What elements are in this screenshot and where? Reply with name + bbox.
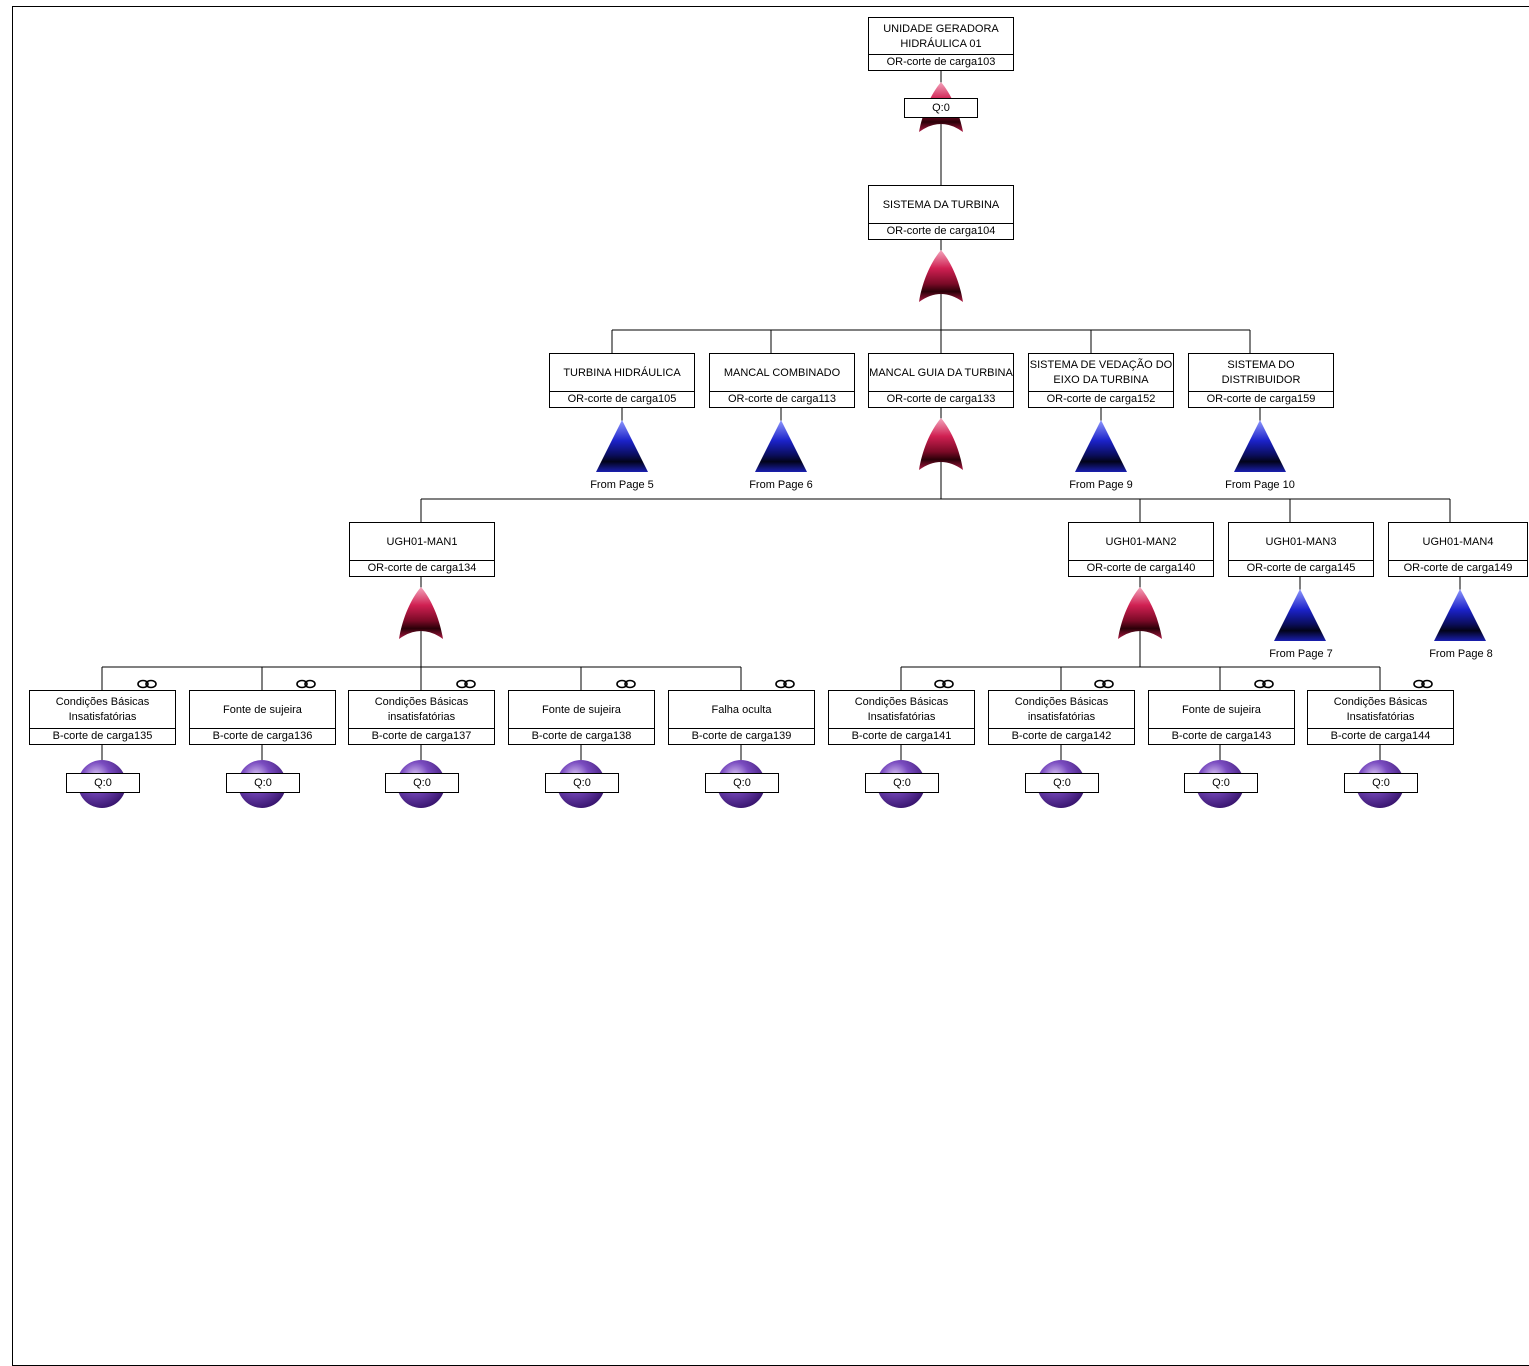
node-113[interactable]: MANCAL COMBINADO OR-corte de carga113	[709, 353, 855, 408]
transfer-in-105-icon[interactable]	[596, 420, 648, 472]
node-id: OR-corte de carga103	[869, 54, 1013, 70]
node-title: TURBINA HIDRÁULICA	[563, 366, 681, 379]
link-icon[interactable]	[1094, 679, 1114, 689]
node-105[interactable]: TURBINA HIDRÁULICA OR-corte de carga105	[549, 353, 695, 408]
node-title: SISTEMA DE VEDAÇÃO DO EIXO DA TURBINA	[1029, 359, 1173, 386]
node-id: OR-corte de carga133	[869, 391, 1013, 407]
node-id: OR-corte de carga152	[1029, 391, 1173, 407]
node-title: UGH01-MAN3	[1265, 535, 1337, 548]
probability-box-142: Q:0	[1025, 773, 1099, 793]
link-icon[interactable]	[775, 679, 795, 689]
transfer-in-152-icon[interactable]	[1075, 420, 1127, 472]
probability-box-144: Q:0	[1344, 773, 1418, 793]
node-id: OR-corte de carga134	[350, 560, 494, 576]
probability-box-137: Q:0	[385, 773, 459, 793]
node-title: Condições Básicas Insatisfatórias	[55, 696, 150, 723]
link-icon[interactable]	[137, 679, 157, 689]
transfer-label-149[interactable]: From Page 8	[1429, 648, 1493, 660]
link-icon[interactable]	[1413, 679, 1433, 689]
transfer-in-159-icon[interactable]	[1234, 420, 1286, 472]
node-143[interactable]: Fonte de sujeira B-corte de carga143	[1148, 690, 1295, 745]
node-104[interactable]: SISTEMA DA TURBINA OR-corte de carga104	[868, 185, 1014, 240]
transfer-label-159[interactable]: From Page 10	[1225, 479, 1295, 491]
transfer-in-113-icon[interactable]	[755, 420, 807, 472]
transfer-in-145-icon[interactable]	[1274, 589, 1326, 641]
probability-box-103: Q:0	[904, 98, 978, 118]
node-id: OR-corte de carga104	[869, 223, 1013, 239]
node-title: Fonte de sujeira	[542, 703, 621, 716]
node-title: Falha oculta	[711, 703, 772, 716]
probability-box-143: Q:0	[1184, 773, 1258, 793]
node-id: B-corte de carga142	[989, 728, 1134, 744]
node-title: Fonte de sujeira	[1182, 703, 1261, 716]
node-title: UGH01-MAN1	[386, 535, 458, 548]
node-id: B-corte de carga137	[349, 728, 494, 744]
node-159[interactable]: SISTEMA DO DISTRIBUIDOR OR-corte de carg…	[1188, 353, 1334, 408]
node-title: Condições Básicas Insatisfatórias	[1333, 696, 1428, 723]
node-149[interactable]: UGH01-MAN4 OR-corte de carga149	[1388, 522, 1528, 577]
node-id: B-corte de carga143	[1149, 728, 1294, 744]
transfer-label-113[interactable]: From Page 6	[749, 479, 813, 491]
node-145[interactable]: UGH01-MAN3 OR-corte de carga145	[1228, 522, 1374, 577]
transfer-in-149-icon[interactable]	[1434, 589, 1486, 641]
node-137[interactable]: Condições Básicas insatisfatórias B-cort…	[348, 690, 495, 745]
node-135[interactable]: Condições Básicas Insatisfatórias B-cort…	[29, 690, 176, 745]
node-136[interactable]: Fonte de sujeira B-corte de carga136	[189, 690, 336, 745]
probability-box-141: Q:0	[865, 773, 939, 793]
node-id: B-corte de carga144	[1308, 728, 1453, 744]
node-id: OR-corte de carga149	[1389, 560, 1527, 576]
node-141[interactable]: Condições Básicas Insatisfatórias B-cort…	[828, 690, 975, 745]
node-139[interactable]: Falha oculta B-corte de carga139	[668, 690, 815, 745]
transfer-label-145[interactable]: From Page 7	[1269, 648, 1333, 660]
transfer-label-105[interactable]: From Page 5	[590, 479, 654, 491]
node-title: SISTEMA DA TURBINA	[882, 198, 1000, 211]
probability-box-135: Q:0	[66, 773, 140, 793]
or-gate-104	[919, 250, 963, 302]
link-icon[interactable]	[296, 679, 316, 689]
node-id: OR-corte de carga105	[550, 391, 694, 407]
node-103[interactable]: UNIDADE GERADORA HIDRÁULICA 01 OR-corte …	[868, 17, 1014, 71]
transfer-label-152[interactable]: From Page 9	[1069, 479, 1133, 491]
node-133[interactable]: MANCAL GUIA DA TURBINA OR-corte de carga…	[868, 353, 1014, 408]
node-152[interactable]: SISTEMA DE VEDAÇÃO DO EIXO DA TURBINA OR…	[1028, 353, 1174, 408]
node-144[interactable]: Condições Básicas Insatisfatórias B-cort…	[1307, 690, 1454, 745]
or-gate-134	[399, 587, 443, 639]
node-title: UNIDADE GERADORA HIDRÁULICA 01	[883, 22, 999, 50]
node-title: MANCAL GUIA DA TURBINA	[869, 366, 1013, 379]
node-title: Condições Básicas insatisfatórias	[1014, 696, 1109, 723]
link-icon[interactable]	[1254, 679, 1274, 689]
node-id: B-corte de carga141	[829, 728, 974, 744]
node-title: SISTEMA DO DISTRIBUIDOR	[1221, 359, 1301, 386]
or-gate-133	[919, 418, 963, 470]
node-id: B-corte de carga135	[30, 728, 175, 744]
node-title: MANCAL COMBINADO	[723, 366, 841, 379]
probability-box-138: Q:0	[545, 773, 619, 793]
link-icon[interactable]	[934, 679, 954, 689]
node-id: B-corte de carga138	[509, 728, 654, 744]
node-140[interactable]: UGH01-MAN2 OR-corte de carga140	[1068, 522, 1214, 577]
link-icon[interactable]	[456, 679, 476, 689]
probability-box-136: Q:0	[226, 773, 300, 793]
node-id: OR-corte de carga145	[1229, 560, 1373, 576]
node-id: OR-corte de carga140	[1069, 560, 1213, 576]
node-title: UGH01-MAN4	[1422, 535, 1494, 548]
node-134[interactable]: UGH01-MAN1 OR-corte de carga134	[349, 522, 495, 577]
probability-box-139: Q:0	[705, 773, 779, 793]
node-id: B-corte de carga136	[190, 728, 335, 744]
node-title: Condições Básicas insatisfatórias	[374, 696, 469, 723]
node-title: Fonte de sujeira	[223, 703, 302, 716]
node-id: B-corte de carga139	[669, 728, 814, 744]
node-title: Condições Básicas Insatisfatórias	[854, 696, 949, 723]
or-gate-140	[1118, 587, 1162, 639]
node-id: OR-corte de carga159	[1189, 391, 1333, 407]
node-138[interactable]: Fonte de sujeira B-corte de carga138	[508, 690, 655, 745]
node-142[interactable]: Condições Básicas insatisfatórias B-cort…	[988, 690, 1135, 745]
node-id: OR-corte de carga113	[710, 391, 854, 407]
node-title: UGH01-MAN2	[1105, 535, 1177, 548]
link-icon[interactable]	[616, 679, 636, 689]
